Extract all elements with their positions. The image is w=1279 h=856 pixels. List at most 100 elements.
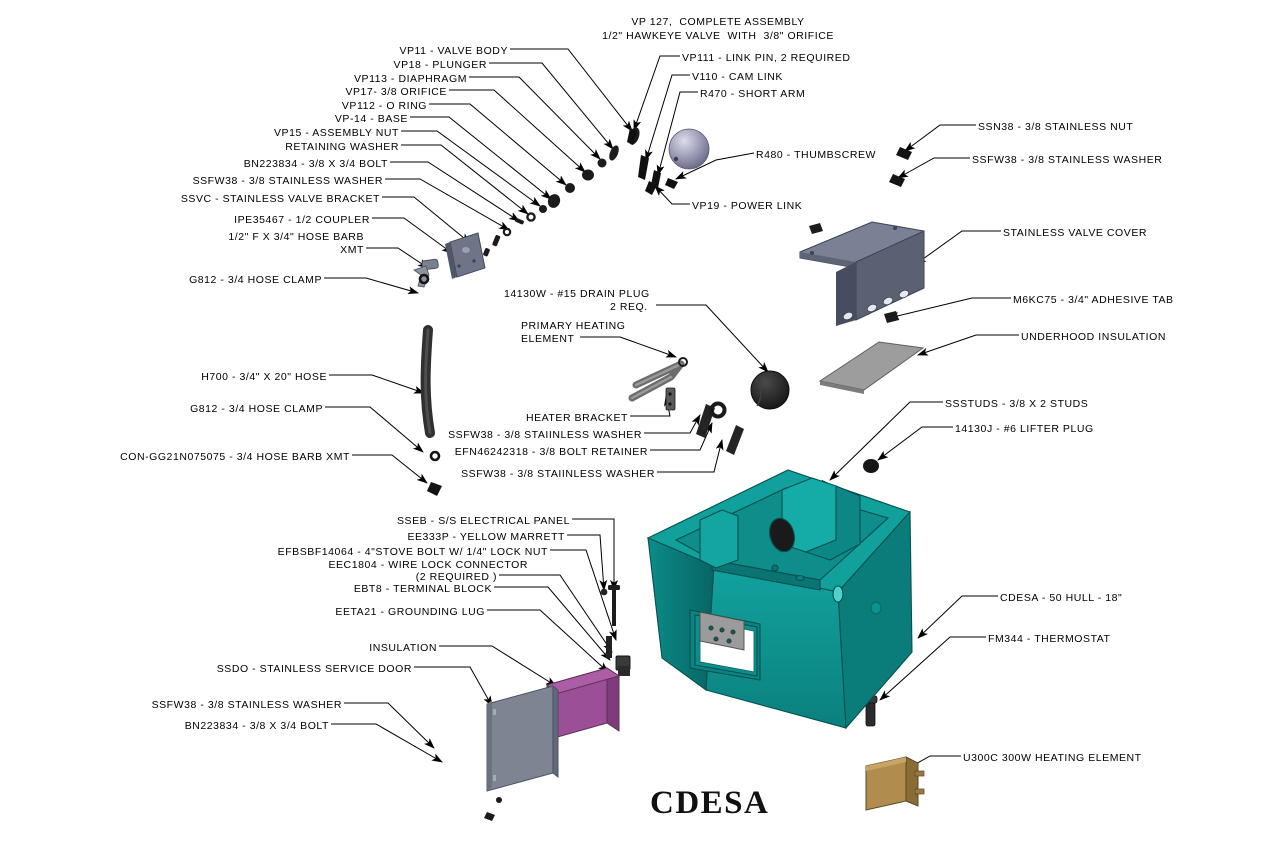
label-stainless-valve-cover: STAINLESS VALVE COVER [1003,227,1148,239]
leader-vp113 [469,76,601,160]
label-m6kc75-adhesive-tab: M6KC75 - 3/4" ADHESIVE TAB [1013,294,1174,306]
assembly-heading-line-1: VP 127, COMPLETE ASSEMBLY [631,16,805,28]
valve-part-oring [565,183,575,193]
label-ebt8-terminal-block: EBT8 - TERMINAL BLOCK [353,583,492,595]
leader-retaining-washer [401,144,529,215]
leader-con21 [352,454,428,484]
power-link-part [645,181,657,195]
heater-bracket-and-hardware [665,387,744,455]
leader-ssfw38-d [657,439,724,473]
valve-part-plunger [609,145,619,161]
label-v110-cam-link: V110 - CAM LINK [692,71,783,83]
valve-part-assembly-nut [539,205,547,213]
label-ssn38-nut: SSN38 - 3/8 STAINLESS NUT [978,121,1134,133]
leader-r470 [656,91,698,176]
label-ssfw38-washer-upper: SSFW38 - 3/8 STAINLESS WASHER [192,175,383,187]
stainless-valve-cover [799,221,925,326]
label-g812-hose-clamp-upper: G812 - 3/4 HOSE CLAMP [189,274,322,286]
label-vp112-o-ring: VP112 - O RING [341,100,427,112]
label-efn46242318-bolt-retainer: EFN46242318 - 3/8 BOLT RETAINER [454,446,648,458]
leader-r480 [675,152,755,180]
leader-ssfw38-b [897,157,970,179]
label-vp19-power-link: VP19 - POWER LINK [692,200,803,212]
label-con-gg21n075075: CON-GG21N075075 - 3/4 HOSE BARB XMT [120,451,350,463]
label-u300c-heating-element: U300C 300W HEATING ELEMENT [963,752,1142,764]
leader-ebt8 [494,586,611,661]
cam-link-parts [627,128,678,195]
leader-h700 [329,374,425,394]
service-door-bolt [484,812,495,821]
leader-vp112 [429,103,567,186]
leader-ssdo [414,666,493,707]
label-efbsbf14064-stove-bolt: EFBSBF14064 - 4"STOVE BOLT W/ 1/4" LOCK … [277,546,548,558]
leader-vp17 [449,89,586,173]
cdesa-50-hull [646,469,913,730]
primary-heating-element [628,357,688,402]
leader-eec1804 [499,574,613,653]
label-xmt: XMT [340,244,364,256]
retainer-washer-part [709,401,727,419]
label-ssvc-valve-bracket: SSVC - STAINLESS VALVE BRACKET [180,193,380,205]
label-primary-heating-line-2: ELEMENT [521,333,575,345]
label-ssdo-service-door: SSDO - STAINLESS SERVICE DOOR [216,663,412,675]
label-r470-short-arm: R470 - SHORT ARM [700,88,806,100]
u300c-heating-element [865,756,925,811]
label-bn223834-bolt: BN223834 - 3/8 X 3/4 BOLT [243,158,388,170]
adhesive-tab-upper [809,223,823,234]
valve-part-base [547,194,561,208]
leader-bn223834-b [331,723,443,763]
leader-v110 [645,74,690,161]
label-14130w-drain-plug: 14130W - #15 DRAIN PLUG [504,288,650,300]
leader-efbsbf [550,549,617,641]
valve-part-diaphragm [597,158,607,168]
leader-vp14 [410,116,552,200]
ssfw38-washer-part [889,174,905,187]
label-vp11-valve-body: VP11 - VALVE BODY [399,45,508,57]
stainless-service-door [486,684,559,792]
label-cdesa-50-hull: CDESA - 50 HULL - 18" [1000,592,1123,604]
leader-ipe35467 [372,217,453,254]
leader-vp15 [401,130,541,207]
label-r480-thumbscrew: R480 - THUMBSCREW [756,149,877,161]
label-vp17-orifice: VP17- 3/8 ORIFICE [345,86,447,98]
washer-bolt-part [726,425,744,455]
leader-vp111 [633,55,680,131]
valve-part-washer [502,227,512,237]
leader-valve-cover [915,230,1001,265]
label-eeta21-grounding-lug: EETA21 - GROUNDING LUG [335,606,485,618]
leader-lines-group [324,48,1019,771]
cam-link-part [638,155,649,180]
yellow-marrett-part [600,588,608,596]
valve-part-orifice [582,169,594,181]
label-hose-barb: 1/2" F X 3/4" HOSE BARB [228,231,364,243]
leader-g812-a [324,277,419,295]
leader-ssfw38-c [644,414,701,434]
leader-bn223834 [390,161,520,222]
label-vp18-plunger: VP18 - PLUNGER [393,59,487,71]
wire-lock-connector-part [606,636,612,658]
adhesive-tab-lower [884,311,899,323]
label-ssfw38-washer-center-2: SSFW38 - 3/8 STAIINLESS WASHER [461,468,655,480]
right-hardware-parts [889,147,912,187]
leader-ssn38 [904,124,976,152]
label-14130j-lifter-plug: 14130J - #6 LIFTER PLUG [955,423,1094,435]
label-ssstuds: SSSTUDS - 3/8 X 2 STUDS [945,398,1089,410]
lifter-plug-part [863,459,879,473]
leader-ssvc [382,196,471,244]
label-ssfw38-washer-bottom: SSFW38 - 3/8 STAINLESS WASHER [151,699,342,711]
label-vp113-diaphragm: VP113 - DIAPHRAGM [353,73,467,85]
thumbscrew-shaft-part [665,178,678,189]
leader-lifter [877,426,953,461]
leader-sseb [572,518,618,591]
leader-m6kc75 [888,297,1011,320]
label-sseb-electrical-panel: SSEB - S/S ELECTRICAL PANEL [397,515,570,527]
label-eec1804-qty: (2 REQUIRED ) [415,571,497,583]
label-ee333p-yellow-marrett: EE333P - YELLOW MARRETT [407,531,565,543]
label-bn223834-bolt-bottom: BN223834 - 3/8 X 3/4 BOLT [184,720,329,732]
label-underhood-insulation: UNDERHOOD INSULATION [1021,331,1166,343]
label-heater-bracket: HEATER BRACKET [525,412,628,424]
leader-primary-heating-element [580,336,677,358]
adhesive-tab-parts [809,223,899,323]
drain-plug-ball [750,370,790,410]
